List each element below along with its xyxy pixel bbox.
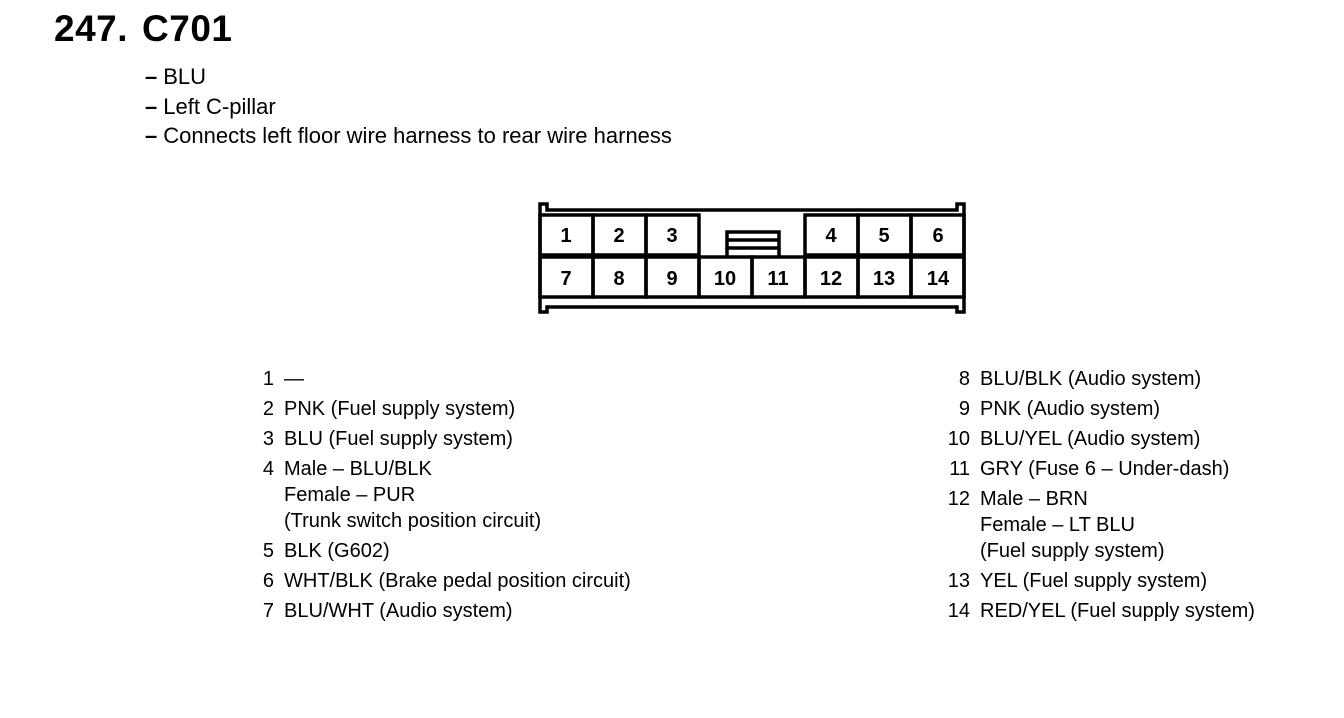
cavity-11: 11	[767, 268, 788, 290]
connector-attributes: –BLU –Left C-pillar –Connects left floor…	[145, 62, 672, 151]
cavity-13: 13	[873, 268, 895, 290]
cavity-3: 3	[666, 225, 677, 247]
attribute-color: –BLU	[145, 64, 207, 89]
cavity-5: 5	[878, 225, 889, 247]
cavity-1: 1	[560, 225, 571, 247]
cavity-2: 2	[613, 225, 624, 247]
pin-entry-1: 1—	[262, 368, 304, 390]
connector-housing	[538, 202, 966, 314]
attribute-location: –Left C-pillar	[145, 93, 276, 119]
cavity-8: 8	[613, 268, 624, 290]
cavity-14: 14	[927, 268, 950, 290]
cavity-4: 4	[825, 225, 837, 247]
connector-name: C701	[142, 8, 233, 49]
connector-title: 247. C701	[54, 8, 232, 50]
cavity-7: 7	[560, 268, 571, 290]
bottom-row-numbers: 7 8 9 10 11 12 13 14	[560, 268, 950, 290]
cavity-grid	[538, 213, 966, 299]
connector-face-diagram: 1 2 3 4 5 6 7 8 9 10 11 12 13 14	[538, 202, 966, 314]
connector-index: 247.	[54, 8, 129, 49]
top-row-numbers: 1 2 3 4 5 6	[560, 225, 943, 247]
cavity-6: 6	[932, 225, 943, 247]
locking-tab	[725, 230, 781, 257]
attribute-connects: –Connects left floor wire harness to rea…	[145, 123, 672, 148]
cavity-9: 9	[666, 268, 677, 290]
cavity-12: 12	[820, 268, 842, 290]
cavity-10: 10	[714, 268, 736, 290]
